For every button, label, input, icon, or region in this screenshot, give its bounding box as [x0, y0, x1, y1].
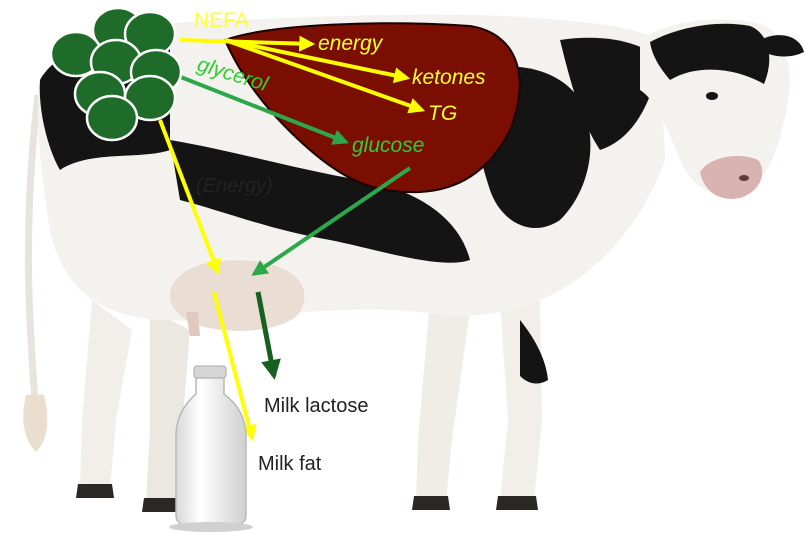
bottle-cap — [194, 366, 226, 378]
label-energy-paren: (Energy) — [196, 175, 273, 197]
cow-nostril — [739, 175, 749, 181]
cow-tail — [28, 95, 38, 410]
bottle-body — [176, 378, 246, 526]
cow-hoof-back-left — [76, 484, 114, 498]
label-nefa: NEFA — [194, 9, 249, 32]
label-tg: TG — [428, 102, 457, 125]
cow-eye — [706, 92, 718, 100]
cow-front-leg-left — [416, 300, 470, 502]
cow-back-leg-left — [80, 300, 132, 490]
label-energy: energy — [318, 32, 384, 55]
cow-hoof-front-left — [412, 496, 450, 510]
label-milk-fat: Milk fat — [258, 453, 322, 475]
label-ketones: ketones — [412, 66, 486, 89]
cow-tail-tuft — [23, 395, 47, 452]
label-glucose: glucose — [352, 134, 424, 157]
cow-hoof-front-right — [496, 496, 538, 510]
adipose-cell — [87, 96, 137, 140]
label-milk-lactose: Milk lactose — [264, 395, 368, 417]
bottle-shadow — [169, 522, 253, 532]
